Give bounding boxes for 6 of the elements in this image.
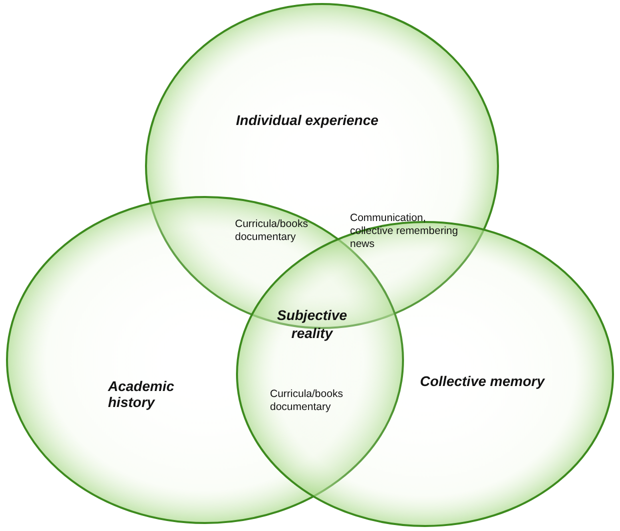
set-label: Collective memory: [420, 373, 546, 389]
set-label: Academic history: [108, 378, 176, 410]
overlap-label: Curricula/books documentary: [270, 388, 344, 414]
set-label: Individual experience: [236, 112, 380, 128]
overlap-label: Subjective reality: [276, 307, 348, 342]
overlap-label: Curricula/books documentary: [235, 218, 309, 244]
